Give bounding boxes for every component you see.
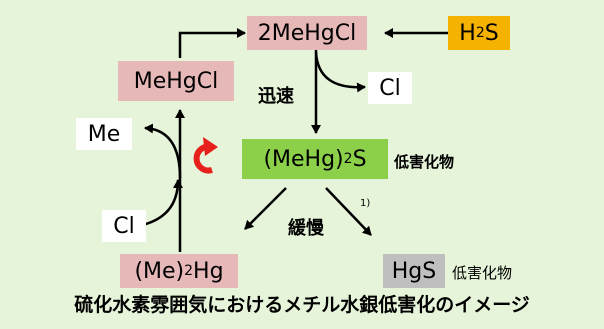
label-low-toxicity-2: 低害化物: [452, 264, 513, 282]
arrow-mehg2s-to-me2hg: [244, 187, 287, 230]
node-mehgcl-label: MeHgCl: [133, 68, 219, 94]
h2s-subscript: 2: [475, 25, 485, 41]
node-me-label: Me: [87, 121, 121, 147]
node-hgs: HgS: [383, 254, 445, 288]
node-2mehgcl: 2MeHgCl: [247, 16, 367, 50]
node-hgs-label: HgS: [391, 258, 437, 284]
mehg2s-tail: S: [352, 146, 367, 172]
label-low-toxicity-1: 低害化物: [394, 153, 455, 171]
me2hg-subscript: 2: [184, 263, 194, 279]
me2hg-head: (Me): [134, 258, 185, 284]
arrow-mehg2s-to-hgs: [325, 187, 372, 236]
footnote-marker: 1): [360, 198, 371, 209]
mehg2s-subscript: 2: [343, 151, 353, 167]
caption: 硫化水素雰囲気におけるメチル水銀低害化のイメージ: [74, 294, 530, 316]
node-cl-top-label: Cl: [379, 75, 401, 101]
arrow-2mehgcl-to-cl: [314, 51, 366, 93]
node-mehgcl: MeHgCl: [118, 61, 234, 101]
arrow-mehgcl-to-2mehgcl: [178, 28, 246, 58]
node-cl-top: Cl: [368, 72, 412, 104]
arrow-to-me: [144, 123, 182, 179]
mehg2s-head: (MeHg): [263, 146, 344, 172]
node-cl-left-label: Cl: [113, 213, 135, 239]
label-slow: 緩慢: [288, 218, 324, 239]
cycle-arrowhead-icon: [203, 137, 218, 156]
h2s-tail: S: [484, 20, 499, 46]
node-me: Me: [76, 118, 132, 150]
label-fast: 迅速: [258, 86, 294, 107]
me2hg-tail: Hg: [193, 258, 224, 284]
node-cl-left: Cl: [102, 210, 146, 242]
node-2mehgcl-label: 2MeHgCl: [257, 20, 357, 46]
h2s-base: H: [459, 20, 476, 46]
